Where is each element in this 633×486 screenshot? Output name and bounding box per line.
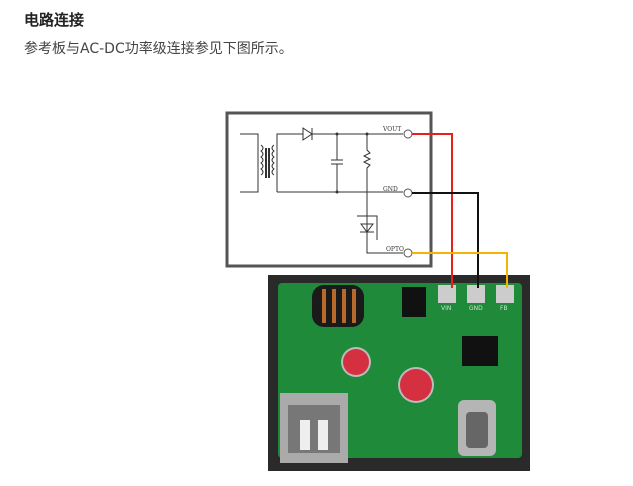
board-label-gnd: GND (469, 305, 483, 312)
schematic-label-opto: OPTO (386, 246, 404, 253)
schematic-label-gnd: GND (383, 186, 398, 193)
wire-opto (412, 252, 508, 288)
wire-vout (412, 133, 453, 288)
section-heading: 电路连接 (24, 11, 85, 29)
board-label-fb: FB (500, 305, 508, 312)
schematic-label-vout: VOUT (382, 126, 401, 133)
schematic-diagram: VOUT GND OPTO (225, 111, 433, 268)
board-label-vin: VIN (441, 305, 451, 312)
wire-gnd (412, 192, 479, 288)
section-paragraph: 参考板与AC-DC功率级连接参见下图所示。 (24, 41, 293, 57)
pcb-photo: VIN GND FB (268, 275, 530, 471)
